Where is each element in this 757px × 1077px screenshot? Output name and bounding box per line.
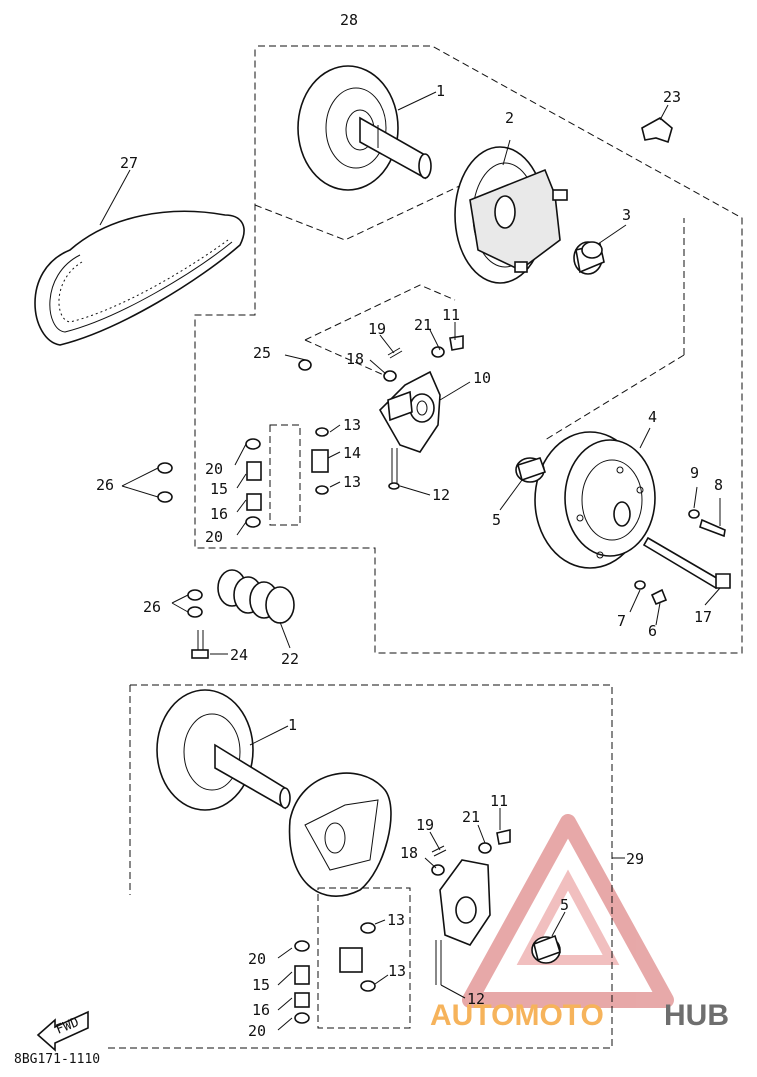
label-26b: 26	[143, 598, 161, 616]
label-13b: 13	[343, 473, 361, 491]
collar-5-top	[515, 457, 547, 483]
forward-arrow-icon: FWD	[36, 1010, 89, 1052]
label-8: 8	[714, 476, 723, 494]
spring-22	[217, 569, 295, 624]
label-20c: 20	[248, 950, 266, 968]
label-19a: 19	[368, 320, 386, 338]
spider-bottom	[431, 828, 511, 985]
label-17: 17	[694, 608, 712, 626]
label-13a: 13	[343, 416, 361, 434]
v-belt-27	[34, 210, 245, 346]
label-5a: 5	[492, 511, 501, 529]
washer-18	[383, 370, 397, 382]
label-13c: 13	[387, 911, 405, 929]
label-25: 25	[253, 344, 271, 362]
label-26a: 26	[96, 476, 114, 494]
collar-3	[573, 241, 605, 275]
nut-25	[298, 359, 312, 371]
primary-fixed-sheave-1-bottom	[156, 689, 291, 811]
label-1b: 1	[288, 716, 297, 734]
label-20b: 20	[205, 528, 223, 546]
label-19b: 19	[416, 816, 434, 834]
roller-assy-bottom	[294, 887, 411, 1029]
watermark-logo	[462, 814, 674, 1008]
label-15a: 15	[210, 480, 228, 498]
label-6: 6	[648, 622, 657, 640]
washer-26b	[187, 606, 203, 618]
label-18a: 18	[346, 350, 364, 368]
label-21b: 21	[462, 808, 480, 826]
label-12a: 12	[432, 486, 450, 504]
label-2: 2	[505, 109, 514, 127]
label-16a: 16	[210, 505, 228, 523]
label-14: 14	[343, 444, 361, 462]
assembly-29-frame	[108, 684, 613, 1049]
small-parts-top	[157, 335, 464, 528]
cam-sheave-4	[534, 431, 656, 569]
label-9: 9	[690, 464, 699, 482]
clip-23	[641, 117, 673, 144]
spring-pin-19	[387, 347, 403, 359]
watermark-hub: HUB	[664, 999, 729, 1032]
label-21a: 21	[414, 316, 432, 334]
washer-26a	[187, 589, 203, 601]
bolts-right	[634, 509, 731, 606]
leader-lines	[99, 91, 721, 1031]
label-23: 23	[663, 88, 681, 106]
label-20d: 20	[248, 1022, 266, 1040]
label-27: 27	[120, 154, 138, 172]
label-24: 24	[230, 646, 248, 664]
label-16b: 16	[252, 1001, 270, 1019]
label-7: 7	[617, 612, 626, 630]
label-10: 10	[473, 369, 491, 387]
label-11b: 11	[490, 792, 508, 810]
bolt-24	[191, 630, 209, 659]
watermark-text: AUTOMOTO HUB	[430, 999, 729, 1032]
primary-fixed-sheave-1	[297, 65, 432, 191]
diagram-code: 8BG171-1110	[14, 1052, 100, 1067]
label-29: 29	[626, 850, 644, 868]
label-1a: 1	[436, 82, 445, 100]
cap-11	[449, 335, 464, 351]
label-5b: 5	[560, 896, 569, 914]
label-18b: 18	[400, 844, 418, 862]
label-12b: 12	[467, 990, 485, 1008]
watermark-automoto: AUTOMOTO	[430, 999, 604, 1032]
sliding-sheave-bottom	[288, 772, 392, 897]
label-13d: 13	[388, 962, 406, 980]
washer-21	[431, 346, 445, 358]
spider-10	[379, 370, 441, 453]
collar-5-bottom	[531, 934, 561, 964]
label-28: 28	[340, 11, 358, 29]
label-20a: 20	[205, 460, 223, 478]
part-labels: 28 1 2 23 27 3 11 21 19 18 25 10 4 13 14…	[96, 11, 723, 1040]
label-4: 4	[648, 408, 657, 426]
label-22: 22	[281, 650, 299, 668]
primary-sliding-sheave-2	[454, 146, 568, 284]
label-11a: 11	[442, 306, 460, 324]
label-3: 3	[622, 206, 631, 224]
label-15b: 15	[252, 976, 270, 994]
